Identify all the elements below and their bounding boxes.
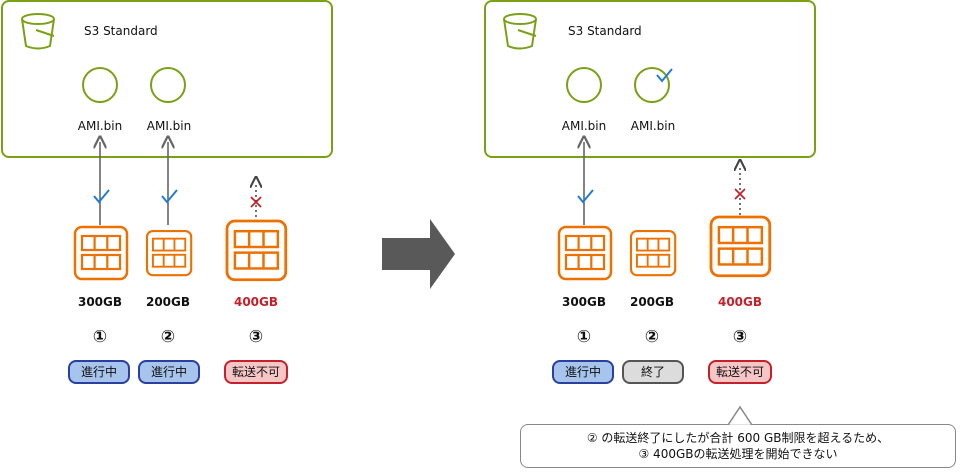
callout-pointer [727, 405, 753, 426]
cross-icon [250, 196, 262, 208]
device-number-left-1: ① [92, 327, 108, 347]
bucket-title-right: S3 Standard [568, 24, 642, 38]
status-badge-right-3: 転送不可 [708, 360, 772, 384]
check-icon [93, 189, 110, 204]
status-badge-left-1: 進行中 [68, 360, 130, 384]
status-badge-left-3: 転送不可 [224, 360, 288, 384]
object-circle-right-2 [634, 67, 670, 103]
file-label-right-2: AMI.bin [630, 119, 676, 133]
object-circle-left-1 [82, 67, 118, 103]
callout-line-2: ③ 400GBの転送処理を開始できない [638, 447, 838, 461]
check-icon [656, 68, 673, 83]
callout-line-1: ② の転送終了にしたが合計 600 GB制限を超えるため、 [586, 431, 890, 445]
size-label-left-3: 400GB [233, 295, 279, 309]
check-icon [577, 189, 594, 204]
size-label-right-3: 400GB [717, 295, 763, 309]
object-circle-left-2 [150, 67, 186, 103]
size-label-right-1: 300GB [561, 295, 607, 309]
file-label-right-1: AMI.bin [561, 119, 607, 133]
cross-icon [734, 188, 746, 200]
bucket-title-left: S3 Standard [84, 24, 158, 38]
bucket-icon [503, 13, 537, 50]
size-label-left-2: 200GB [145, 295, 191, 309]
explanation-callout: ② の転送終了にしたが合計 600 GB制限を超えるため、 ③ 400GBの転送… [520, 424, 956, 468]
device-number-right-1: ① [576, 327, 592, 347]
device-number-left-3: ③ [248, 327, 264, 347]
check-icon [161, 189, 178, 204]
file-label-left-2: AMI.bin [146, 119, 192, 133]
status-badge-right-1: 進行中 [552, 360, 614, 384]
status-badge-left-2: 進行中 [138, 360, 200, 384]
bucket-icon [21, 13, 55, 50]
device-number-right-2: ② [644, 327, 660, 347]
size-label-right-2: 200GB [629, 295, 675, 309]
device-number-right-3: ③ [732, 327, 748, 347]
status-badge-right-2: 終了 [622, 360, 684, 384]
device-number-left-2: ② [160, 327, 176, 347]
file-label-left-1: AMI.bin [77, 119, 123, 133]
size-label-left-1: 300GB [77, 295, 123, 309]
object-circle-right-1 [566, 67, 602, 103]
transition-arrow-icon [382, 219, 455, 289]
